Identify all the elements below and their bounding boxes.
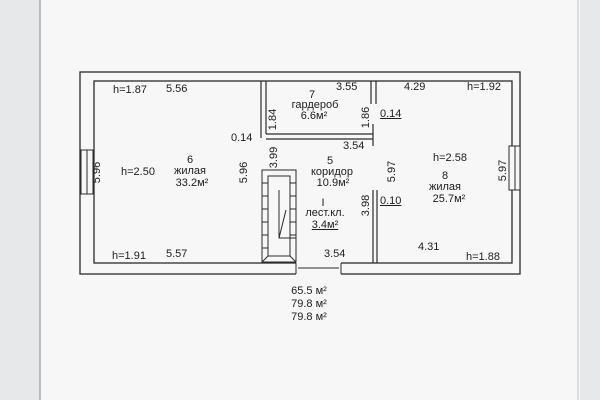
total-line-1: 65.5 м² [291,285,327,297]
dim-wall-c: 0.10 [380,195,402,207]
staircase [261,169,297,263]
dim-wall-b: 0.14 [380,108,402,120]
dim-room7-top: 3.55 [336,81,358,93]
height-room6-topleft: h=1.87 [113,84,147,96]
interior-walls [260,81,378,263]
dim-wall-a: 0.14 [231,132,253,144]
dim-corridor-top: 3.54 [343,140,365,152]
dim-corridor-left: 3.99 [268,146,281,169]
stair-area: 3.4м² [311,219,339,231]
dim-room6-bottom: 5.57 [166,248,188,260]
height-room8-center: h=2.58 [433,152,467,164]
dim-room6-left: 5.96 [91,161,104,184]
total-line-2: 79.8 м² [291,298,327,310]
dim-stair-right: 3.98 [360,194,373,217]
dim-room6-right: 5.96 [238,161,251,184]
dim-room8-bottom: 4.31 [418,241,440,253]
room5-area: 10.9м² [316,177,350,189]
dim-room8-top: 4.29 [404,81,426,93]
room8-number: 8 [441,170,449,182]
paper-sheet [40,0,580,400]
room8-area: 25.7м² [432,193,466,205]
dim-room7-right: 1.86 [360,106,373,129]
room5-name: коридор [311,166,353,178]
height-room6-bottomleft: h=1.91 [112,250,146,262]
stair-number: I [321,197,325,209]
windows [80,145,521,195]
height-room8-bottomright: h=1.88 [466,251,500,263]
total-line-3: 79.8 м² [291,311,327,323]
room6-area: 33.2м² [175,177,209,189]
stair-leader-line [278,209,287,239]
height-room6-center: h=2.50 [121,166,155,178]
dim-room7-left: 1.84 [267,108,280,131]
stair-name: лест.кл. [305,207,345,219]
room8-name: жилая [429,181,461,193]
room7-area: 6.6м² [300,110,328,122]
height-room8-topright: h=1.92 [467,81,501,93]
dim-corridor-bottom: 3.54 [324,248,346,260]
dim-room6-top: 5.56 [166,83,188,95]
room7-number: 7 [308,89,316,101]
room6-number: 6 [186,154,194,166]
room5-number: 5 [326,155,334,167]
room6-name: жилая [174,165,206,177]
dim-room8-right: 5.97 [497,159,510,182]
dim-corridor-right: 5.97 [386,160,399,183]
entrance-threshold [295,263,342,274]
room7-name: гардероб [291,99,339,111]
